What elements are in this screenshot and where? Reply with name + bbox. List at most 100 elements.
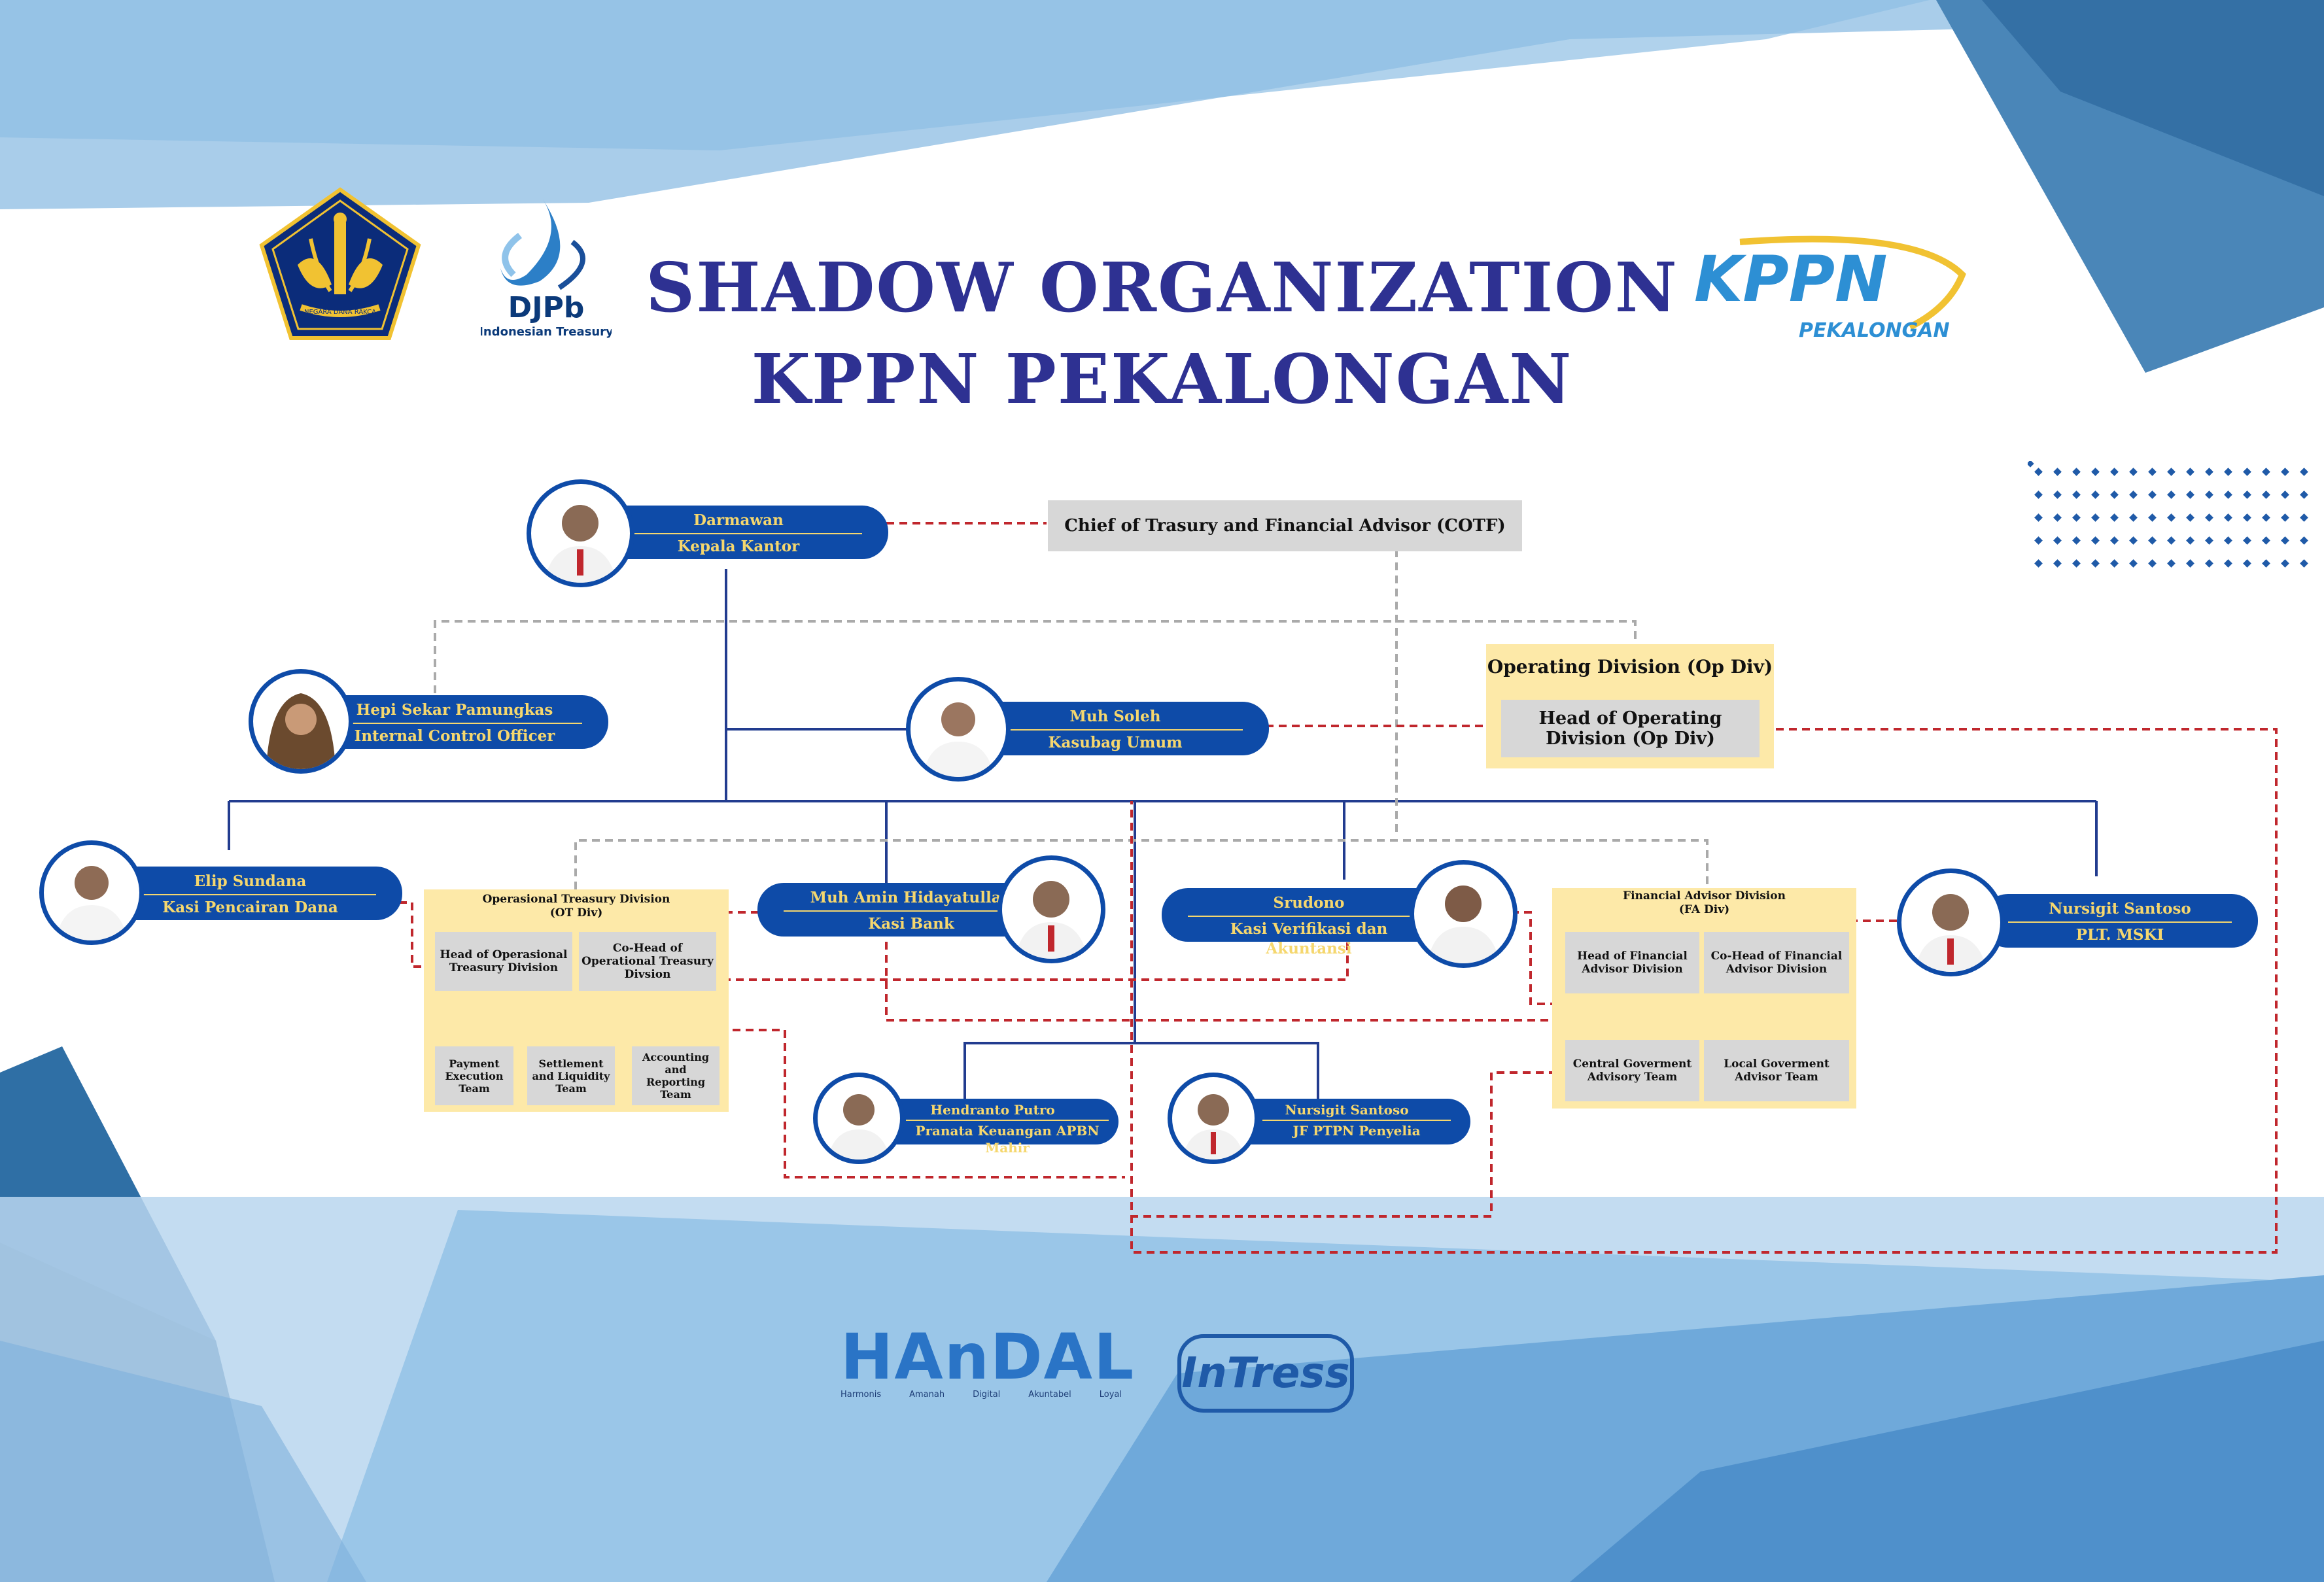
decor-dot (2281, 559, 2289, 568)
decor-dot (2148, 468, 2157, 476)
decor-dot (2053, 536, 2062, 545)
decor-dot (2110, 513, 2119, 522)
decor-dot (2186, 536, 2194, 545)
connector-dashed-grey (574, 839, 1708, 889)
page-title-line1: SHADOW ORGANIZATION (646, 247, 1678, 328)
handal-logo-words: Harmonis Amanah Digital Akuntabel Loyal (841, 1390, 1122, 1400)
fadiv-title-1: Financial Advisor Division (1623, 889, 1786, 903)
decor-dot (2148, 513, 2157, 522)
person-elip: Elip Sundana Kasi Pencairan Dana (98, 867, 402, 920)
person-name: Muh Amin Hidayatullah (810, 889, 1013, 906)
person-nursigit-jf: Nursigit Santoso JF PTPN Penyelia (1223, 1099, 1470, 1144)
decor-dot (2262, 536, 2270, 545)
person-role: Kasi Verifikasi dan Akuntansi (1188, 916, 1430, 959)
decor-dot (2205, 468, 2213, 476)
person-name: Muh Soleh (1069, 708, 1161, 725)
decor-dot (2053, 490, 2062, 499)
person-role: Pranata Keuangan APBN Mahir (906, 1120, 1109, 1156)
decor-dot (2281, 536, 2289, 545)
connector-dashed-red (399, 901, 435, 968)
decor-dot (2053, 513, 2062, 522)
decor-dot (2262, 559, 2270, 568)
fadiv-cohead-box: Co-Head of Financial Advisor Division (1704, 932, 1849, 993)
decor-dot (2186, 559, 2194, 568)
avatar-amin (997, 855, 1105, 963)
decor-dot (2034, 490, 2043, 499)
decor-dot (2243, 490, 2251, 499)
person-role: Kasi Pencairan Dana (124, 894, 376, 918)
decor-dot (2053, 559, 2062, 568)
decor-dot (2281, 490, 2289, 499)
opdiv-head-box: Head of Operating Division (Op Div) (1501, 700, 1760, 757)
decor-dot (2281, 468, 2289, 476)
decor-dot (2072, 536, 2081, 545)
decor-dot (2186, 513, 2194, 522)
decor-dot (2186, 490, 2194, 499)
handal-word: Digital (973, 1390, 1001, 1400)
decor-dot (2300, 468, 2308, 476)
decor-dot (2110, 536, 2119, 545)
decor-dot (2072, 468, 2081, 476)
decor-dot (2167, 536, 2176, 545)
decor-dot (2262, 513, 2270, 522)
decor-dot (2110, 490, 2119, 499)
decor-dot (2129, 559, 2138, 568)
person-soleh: Muh Soleh Kasubag Umum (962, 702, 1269, 755)
decor-dot (2129, 468, 2138, 476)
person-name: Nursigit Santoso (1285, 1102, 1409, 1118)
person-name: Nursigit Santoso (2049, 900, 2191, 918)
djpb-logo-subtext: Indonesian Treasury (481, 325, 612, 339)
decor-dot (2224, 468, 2232, 476)
decor-dot (2167, 559, 2176, 568)
handal-word: Amanah (909, 1390, 945, 1400)
person-role: JF PTPN Penyelia (1262, 1120, 1451, 1139)
decor-dot (2300, 559, 2308, 568)
person-name: Hepi Sekar Pamungkas (356, 701, 553, 719)
decor-dot (2224, 490, 2232, 499)
person-nursigit-mski: Nursigit Santoso PLT. MSKI (1982, 894, 2258, 948)
decor-dot (2034, 559, 2043, 568)
decor-dot (2186, 468, 2194, 476)
person-photo-icon (56, 866, 128, 940)
decor-dot (2205, 513, 2213, 522)
otdiv-team-payment: Payment Execution Team (435, 1046, 513, 1105)
avatar-nursigit-jf (1168, 1073, 1259, 1164)
avatar-hendranto (813, 1073, 905, 1164)
decor-dot (2300, 536, 2308, 545)
fadiv-team-central: Central Goverment Advisory Team (1565, 1040, 1699, 1101)
decor-dot (2224, 559, 2232, 568)
otdiv-cohead-box: Co-Head of Operational Treasury Divsion (579, 932, 716, 991)
kppn-logo: KPPN PEKALONGAN (1694, 235, 1966, 342)
person-role: Kasubag Umum (988, 729, 1243, 753)
kemenkeu-logo: NEGARA DANA RAKCA (259, 187, 421, 340)
decor-dot (2148, 490, 2157, 499)
person-photo-icon (544, 505, 617, 583)
handal-logo: HAnDAL Harmonis Amanah Digital Akuntabel… (841, 1324, 1141, 1409)
decor-dot (2167, 468, 2176, 476)
decor-dot (2300, 513, 2308, 522)
kemenkeu-logo-text: NEGARA DANA RAKCA (304, 309, 376, 316)
person-name: Srudono (1273, 894, 1345, 912)
decor-dot (2243, 536, 2251, 545)
avatar-elip (39, 840, 144, 945)
person-photo-icon (827, 1094, 890, 1160)
decor-dot (2091, 490, 2100, 499)
decor-dot (2053, 468, 2062, 476)
person-role: Kepala Kantor (615, 533, 862, 557)
decor-dot (2205, 559, 2213, 568)
avatar-soleh (906, 677, 1011, 782)
decor-dot (2091, 536, 2100, 545)
djpb-logo: DJPb Indonesian Treasury (481, 199, 612, 339)
decor-dot (2091, 559, 2100, 568)
decor-dot (2243, 559, 2251, 568)
person-srudono: Srudono Kasi Verifikasi dan Akuntansi (1162, 888, 1456, 957)
decor-dot (2148, 559, 2157, 568)
intress-logo: InTress (1177, 1334, 1354, 1413)
opdiv-title: Operating Division (Op Div) (1487, 656, 1773, 678)
decor-dot (2129, 490, 2138, 499)
person-photo-icon (1182, 1094, 1245, 1160)
connector-dashed-red (720, 1029, 1125, 1178)
fadiv-head-box: Head of Financial Advisor Division (1565, 932, 1699, 993)
decor-dot (2110, 468, 2119, 476)
connector-dashed-red (1130, 728, 2278, 1254)
